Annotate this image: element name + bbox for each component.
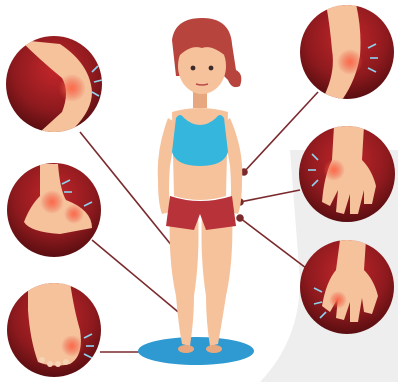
ankle-connector (92, 240, 183, 316)
woman-figure (158, 18, 243, 353)
elbow-callout (300, 4, 394, 100)
exercise-mat (138, 337, 254, 365)
left-foot (178, 345, 194, 353)
ankle-callout (7, 163, 101, 257)
right-eye (209, 66, 214, 71)
wrist-connector (240, 190, 300, 202)
knee-callout (6, 36, 102, 132)
left-eye (191, 66, 196, 71)
toe-callout (7, 282, 101, 377)
shorts (166, 196, 236, 230)
right-foot (206, 345, 222, 353)
left-leg (170, 210, 199, 346)
hand-callout (300, 240, 394, 334)
wrist-callout (299, 126, 395, 222)
right-leg (202, 210, 233, 346)
